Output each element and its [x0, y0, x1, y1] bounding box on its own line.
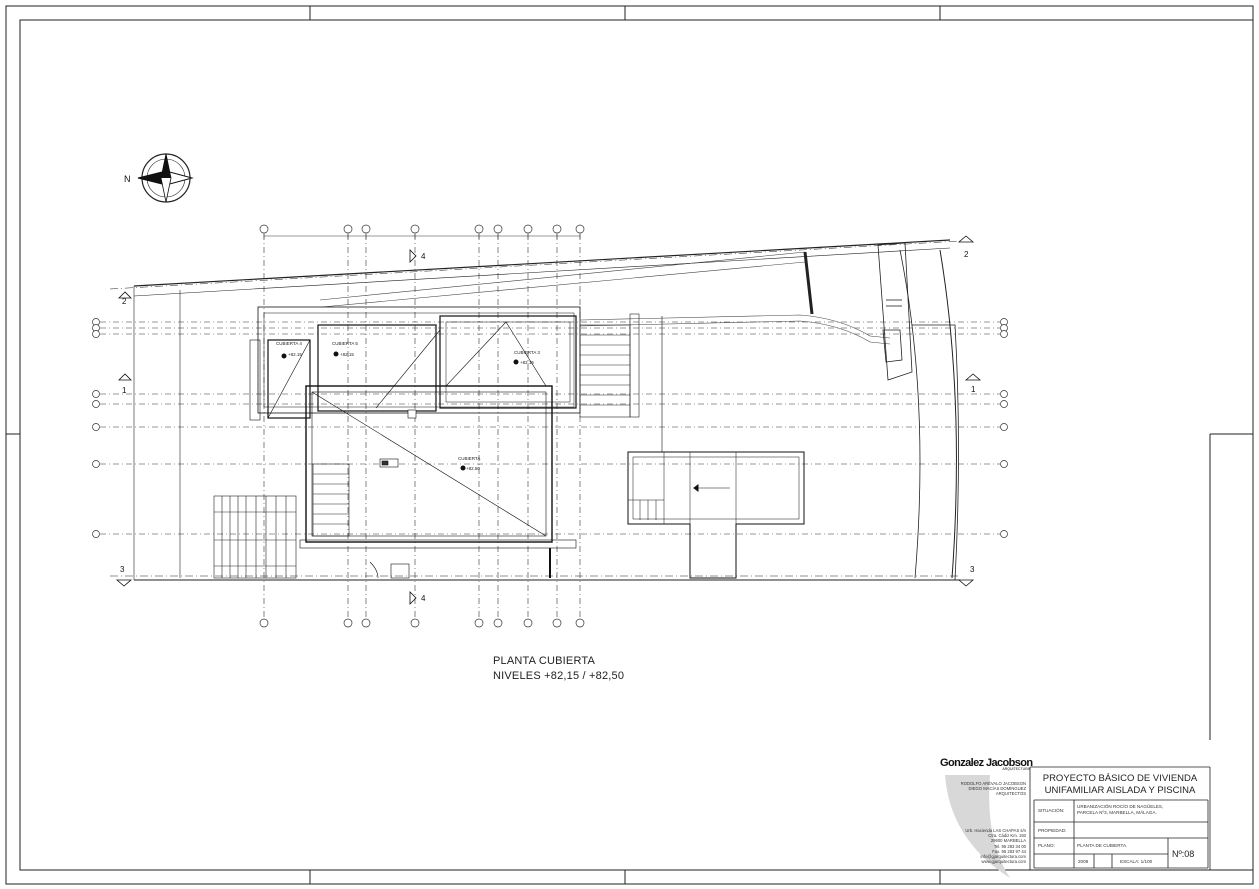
architect-line: ARQUITECTOS: [995, 791, 1026, 797]
pool-outline: [627, 316, 805, 579]
section-3-left-label: 3: [120, 565, 125, 574]
sheet-number: Nº:08: [1172, 849, 1195, 859]
roof-level-cubierta-main: +82.50: [466, 466, 480, 471]
address-line: Ctra. Cádiz Km. 193: [988, 833, 1026, 839]
roof-label-cubierta-main: CUBIERTA: [458, 456, 480, 461]
logo-swoosh-icon: [945, 775, 1010, 878]
level-marker-icons: [281, 351, 519, 471]
title-block-frame: [1029, 766, 1211, 870]
section-1-left-label: 1: [122, 386, 127, 395]
architect-line: DIEGO MACÍAS DOMÍNGUEZ: [968, 786, 1026, 792]
plano-label: PLANO:: [1038, 843, 1055, 848]
section-2-right-label: 2: [964, 250, 969, 259]
project-title: PROYECTO BÁSICO DE VIVIENDA UNIFAMILIAR …: [1034, 773, 1206, 797]
fecha-value: 2009: [1078, 859, 1089, 864]
section-4-top-label: 4: [421, 252, 426, 261]
roof-slope-lines: [319, 251, 891, 345]
roof-label-cubierta-3: CUBIERTA 3: [514, 350, 540, 355]
grid-bottom-bubbles: [259, 618, 585, 628]
stair-block-upper-right: [579, 313, 640, 418]
compass-rose-icon: [137, 153, 194, 203]
plan-caption: PLANTA CUBIERTA NIVELES +82,15 / +82,50: [493, 654, 624, 684]
address-line: www.gjarquitectura.com: [981, 859, 1026, 865]
firm-architects: RODOLFO ARÉVALO JACOBSON DIEGO MACÍAS DO…: [948, 781, 1026, 797]
pergola-structure: [213, 495, 297, 579]
firm-logo-subtitle: ARQUITECTURA: [1002, 767, 1030, 771]
situacion-value-line-2: PARCELA Nº3, MARBELLA, MÁLAGA.: [1077, 810, 1157, 815]
sheet-frame: [5, 5, 1254, 885]
grid-top-bubbles: [259, 224, 585, 234]
section-3-right-label: 3: [970, 565, 975, 574]
firm-logo: Gonzalez Jacobson ARQUITECTURA: [940, 757, 1033, 771]
project-title-line-2: UNIFAMILIAR AISLADA Y PISCINA: [1044, 785, 1196, 796]
escala-label: ESCALA: 1/100: [1120, 859, 1153, 864]
address-line: Urb. Hacienda LAS CHAPAS s/n: [965, 828, 1026, 833]
plot-boundary: [109, 239, 961, 581]
stair-block-interior: [312, 463, 350, 537]
situacion-label: SITUACIÓN:: [1038, 808, 1065, 813]
plan-levels: NIVELES +82,15 / +82,50: [493, 670, 625, 682]
roof-level-cubierta-3: +82.15: [520, 360, 534, 365]
firm-address: Urb. Hacienda LAS CHAPAS s/n Ctra. Cádiz…: [938, 828, 1026, 864]
plano-value: PLANTA DE CUBIERTA.: [1077, 843, 1128, 848]
entrance-structure: [803, 242, 959, 581]
section-1-right-label: 1: [971, 385, 976, 394]
address-line: 29600 MARBELLA: [990, 838, 1026, 844]
roof-label-cubierta-4: CUBIERTA 4: [276, 341, 302, 346]
grid-right-bubbles: [1000, 318, 1008, 538]
section-2-left-label: 2: [122, 297, 127, 306]
roof-level-cubierta-4: +82.15: [288, 352, 302, 357]
project-title-line-1: PROYECTO BÁSICO DE VIVIENDA: [1042, 773, 1198, 784]
section-4-bottom-label: 4: [421, 594, 426, 603]
plan-title: PLANTA CUBIERTA: [493, 655, 596, 667]
grid-left-bubbles: [92, 318, 100, 538]
roof-label-cubierta-5: CUBIERTA 5: [332, 341, 358, 346]
address-line: info@gjarquitectura.com: [980, 854, 1026, 860]
roof-fixtures: [369, 409, 551, 579]
architect-line: RODOLFO ARÉVALO JACOBSON: [960, 781, 1026, 786]
address-line: Tel. 95 283 34 00: [993, 843, 1026, 849]
grid-vertical-axes: [263, 234, 581, 618]
address-line: Fax. 95 283 97 44: [992, 848, 1026, 854]
top-dimension-chain: [263, 233, 581, 239]
section-marker-icons: [115, 235, 982, 605]
compass-north-label: N: [124, 174, 131, 184]
propiedad-label: PROPIEDAD:: [1038, 828, 1067, 833]
firm-logo-text: Gonzalez Jacobson: [940, 757, 1033, 769]
grid-horizontal-axes: [100, 321, 1000, 535]
roof-level-cubierta-5: +82.15: [340, 352, 354, 357]
situacion-value-line-1: URBANIZACIÓN ROCÍO DE NAGÜELES,: [1077, 804, 1164, 809]
